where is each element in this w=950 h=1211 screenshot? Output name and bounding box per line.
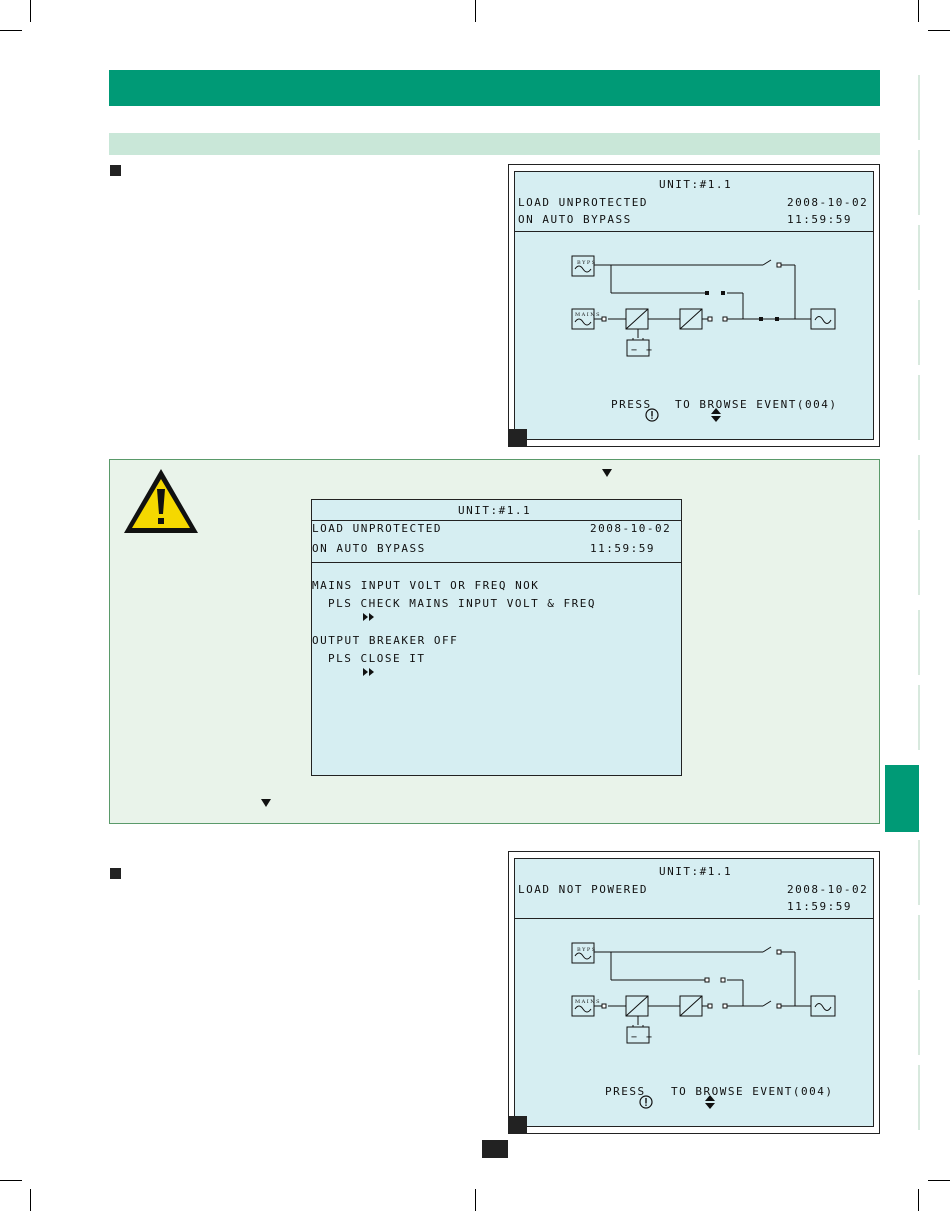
section-bullet xyxy=(110,165,121,176)
edge-tick xyxy=(918,610,920,675)
crop-mark xyxy=(0,1180,22,1181)
alert-icon xyxy=(596,395,659,438)
edge-tick xyxy=(918,75,920,140)
crop-mark xyxy=(475,0,476,22)
lcd-screen-top: UNIT:#1.1 LOAD UNPROTECTED 2008-10-02 ON… xyxy=(514,171,874,440)
crop-mark xyxy=(928,1180,950,1181)
edge-tick xyxy=(918,840,920,905)
crop-mark xyxy=(30,0,31,22)
warning-panel: UNIT:#1.1 LOAD UNPROTECTED 2008-10-02 ON… xyxy=(109,459,880,824)
alert-icon xyxy=(590,1082,653,1125)
edge-tick xyxy=(918,300,920,365)
edge-tick xyxy=(918,375,920,440)
lcd-frame-bottom: UNIT:#1.1 LOAD NOT POWERED 2008-10-02 11… xyxy=(508,851,880,1134)
crop-mark xyxy=(30,1189,31,1211)
time-label: 11:59:59 xyxy=(590,542,655,555)
date-label: 2008-10-02 xyxy=(787,196,869,209)
footer-browse-text: TO BROWSE EVENT(004) xyxy=(671,1085,834,1098)
header-divider xyxy=(515,231,873,232)
lcd-corner-marker xyxy=(509,429,527,447)
event-1-title: MAINS INPUT VOLT OR FREQ NOK xyxy=(312,579,540,592)
time-label: 11:59:59 xyxy=(787,900,852,913)
warning-triangle-icon xyxy=(124,469,198,533)
edge-tick xyxy=(918,1065,920,1130)
edge-tick xyxy=(918,530,920,595)
chapter-side-tab xyxy=(885,765,919,832)
edge-tick xyxy=(918,455,920,520)
event-2-action: PLS CLOSE IT xyxy=(328,652,426,665)
edge-tick xyxy=(918,150,920,215)
lcd-screen-warning: UNIT:#1.1 LOAD UNPROTECTED 2008-10-02 ON… xyxy=(311,499,682,776)
status-line-2: ON AUTO BYPASS xyxy=(518,213,632,226)
event-1-action: PLS CHECK MAINS INPUT VOLT & FREQ xyxy=(328,597,597,610)
chapter-header-bar xyxy=(109,70,880,106)
unit-label: UNIT:#1.1 xyxy=(458,504,532,517)
unit-label: UNIT:#1.1 xyxy=(659,178,733,191)
down-triangle-icon xyxy=(261,799,271,807)
mains-label: MAINS xyxy=(575,312,601,318)
date-label: 2008-10-02 xyxy=(590,522,672,535)
bypass-label: BYPS xyxy=(577,947,597,953)
section-bullet xyxy=(110,868,121,879)
edge-tick xyxy=(918,915,920,980)
footer-press-text: PRESS xyxy=(605,1085,646,1098)
down-triangle-icon xyxy=(602,469,612,477)
double-arrow-icon xyxy=(313,654,376,693)
bypass-label: BYPS xyxy=(577,260,597,266)
date-label: 2008-10-02 xyxy=(787,883,869,896)
ups-mimic-diagram: BYPS MAINS − + xyxy=(571,255,836,357)
header-divider xyxy=(515,918,873,919)
battery-polarity: − + xyxy=(631,345,654,356)
up-down-arrow-icon xyxy=(655,1081,716,1126)
status-line-1: LOAD NOT POWERED xyxy=(518,883,648,896)
crop-mark xyxy=(928,30,950,31)
ups-mimic-diagram: BYPS MAINS − + xyxy=(571,942,836,1044)
footer-press-text: PRESS xyxy=(611,398,652,411)
status-line-1: LOAD UNPROTECTED xyxy=(312,522,442,535)
lcd-screen-bottom: UNIT:#1.1 LOAD NOT POWERED 2008-10-02 11… xyxy=(514,858,874,1127)
up-down-arrow-icon xyxy=(661,394,722,439)
battery-polarity: − + xyxy=(631,1032,654,1043)
status-line-2: ON AUTO BYPASS xyxy=(312,542,426,555)
edge-tick xyxy=(918,225,920,290)
section-subheader-bar xyxy=(109,133,880,155)
edge-tick xyxy=(918,685,920,750)
crop-mark xyxy=(918,1189,919,1211)
crop-mark xyxy=(475,1189,476,1211)
lcd-frame-top: UNIT:#1.1 LOAD UNPROTECTED 2008-10-02 ON… xyxy=(508,164,880,447)
double-arrow-icon xyxy=(313,599,376,638)
page-number-block xyxy=(482,1140,508,1158)
event-2-title: OUTPUT BREAKER OFF xyxy=(312,634,459,647)
edge-tick xyxy=(918,990,920,1055)
crop-mark xyxy=(918,0,919,22)
unit-label: UNIT:#1.1 xyxy=(659,865,733,878)
footer-browse-text: TO BROWSE EVENT(004) xyxy=(675,398,838,411)
crop-mark xyxy=(0,30,22,31)
status-line-1: LOAD UNPROTECTED xyxy=(518,196,648,209)
unit-divider xyxy=(312,520,681,521)
time-label: 11:59:59 xyxy=(787,213,852,226)
lcd-corner-marker xyxy=(509,1116,527,1134)
header-divider xyxy=(312,562,681,563)
mains-label: MAINS xyxy=(575,999,601,1005)
